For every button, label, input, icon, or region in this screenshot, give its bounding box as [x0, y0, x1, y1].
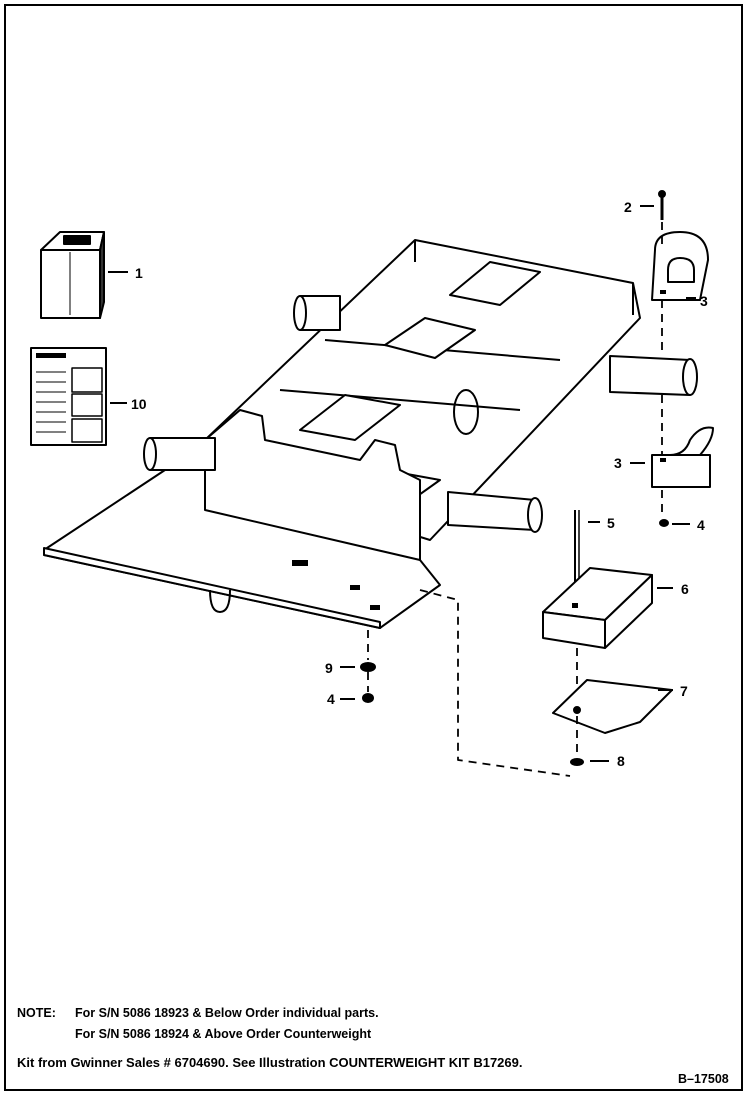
callout-7: 7	[680, 683, 688, 699]
callout-3-lower: 3	[614, 455, 622, 471]
assembly-lines	[367, 222, 663, 777]
callout-9: 9	[325, 660, 333, 676]
washer-part-left	[360, 662, 376, 672]
figure-id: B–17508	[678, 1072, 729, 1086]
note-label: NOTE:	[17, 1006, 56, 1020]
note-line-1: For S/N 5086 18923 & Below Order individ…	[75, 1006, 379, 1020]
counterweight-part	[542, 567, 653, 649]
nut-part-left	[362, 693, 374, 703]
callout-8: 8	[617, 753, 625, 769]
callout-6: 6	[681, 581, 689, 597]
washer-part	[570, 758, 584, 766]
callout-4-left: 4	[327, 691, 335, 707]
callout-labels: 1 2 3 3 4 4 5 6 7 8 9 10	[131, 199, 708, 769]
callout-10: 10	[131, 396, 147, 412]
callout-1: 1	[135, 265, 143, 281]
callout-2: 2	[624, 199, 632, 215]
decal-kit-part	[40, 231, 105, 319]
main-frame-assembly	[43, 239, 698, 629]
callout-5: 5	[607, 515, 615, 531]
bolt-part	[658, 190, 666, 220]
clamp-lower-part	[651, 426, 714, 488]
clamp-upper-part	[651, 231, 709, 301]
callout-4-right: 4	[697, 517, 705, 533]
callout-3-upper: 3	[700, 293, 708, 309]
plate-part	[552, 679, 673, 734]
nut-part	[659, 519, 669, 527]
note-line-2: For S/N 5086 18924 & Above Order Counter…	[75, 1027, 372, 1041]
page-border	[4, 4, 743, 1091]
manual-sheet-part	[30, 347, 107, 446]
leader-lines	[108, 205, 696, 762]
kit-reference-text: Kit from Gwinner Sales # 6704690. See Il…	[17, 1055, 523, 1070]
